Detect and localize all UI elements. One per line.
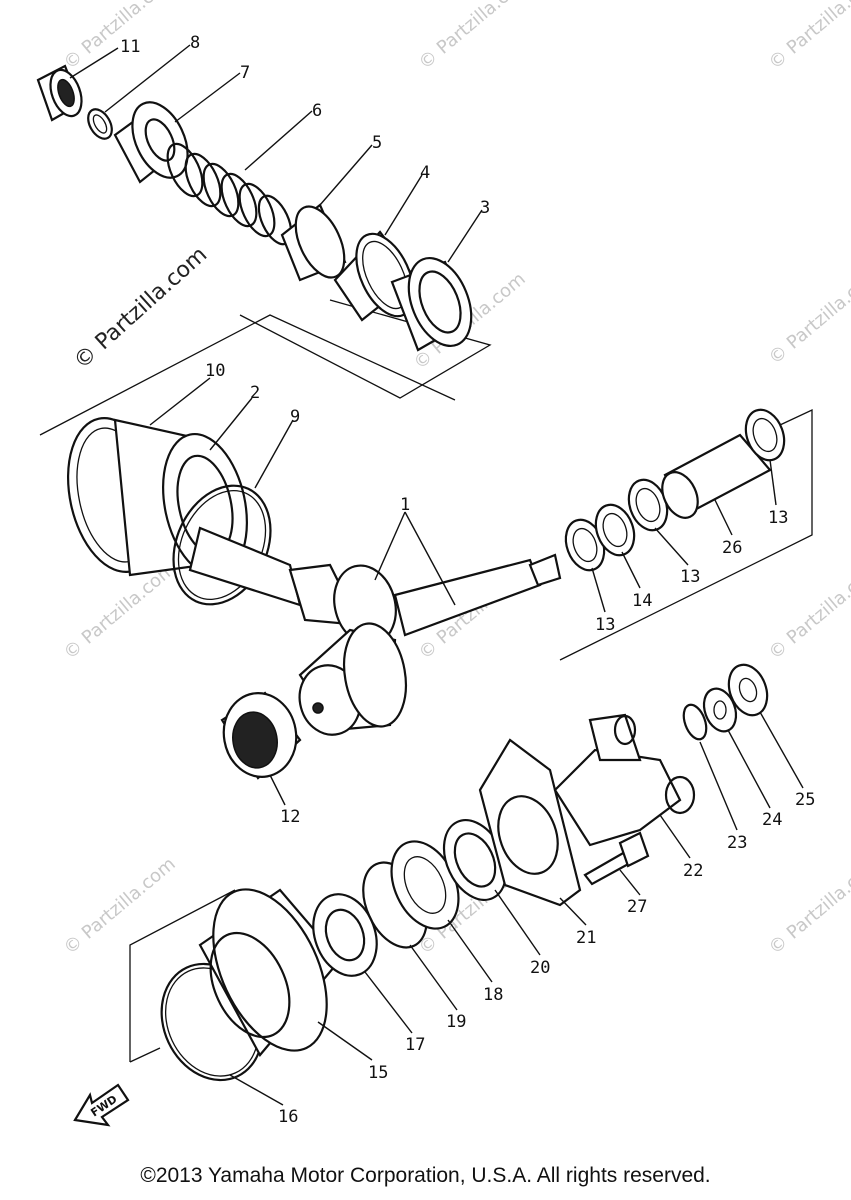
label-part-10: 10 [205, 361, 225, 381]
part-12-bearing [220, 691, 302, 780]
part-23-circlip [682, 703, 708, 741]
label-part-5: 5 [372, 133, 382, 153]
leader-25 [759, 711, 804, 789]
leader-13a [591, 567, 606, 613]
label-part-8: 8 [190, 33, 200, 53]
part-15-housing [198, 888, 342, 1057]
part-8-circlip [87, 108, 113, 140]
label-part-26: 26 [722, 538, 742, 558]
part-6-spring [166, 142, 293, 246]
leader-3 [447, 209, 483, 263]
leader-2 [209, 397, 253, 451]
group-outline-right [559, 408, 813, 661]
part-27-bolt [583, 831, 650, 886]
label-part-23: 23 [727, 833, 747, 853]
label-part-7: 7 [240, 63, 250, 83]
part-1-drive-gear-set [188, 511, 562, 736]
label-part-12: 12 [280, 807, 300, 827]
label-part-27: 27 [627, 897, 647, 917]
part-25-nut [727, 663, 769, 717]
leader-14 [621, 551, 641, 589]
leader-8 [104, 44, 191, 113]
part-13-washer-c [744, 408, 786, 462]
exploded-parts-diagram: © Partzilla.com © Partzilla.com © Partzi… [36, 0, 851, 1127]
part-11-bearing [36, 64, 83, 122]
group-outlines [39, 299, 813, 1063]
forward-arrow: FWD [73, 1083, 130, 1127]
leader-15 [317, 1021, 373, 1061]
label-part-13a: 13 [595, 615, 615, 635]
label-part-21: 21 [576, 928, 596, 948]
part-22-yoke [553, 713, 696, 847]
label-part-3: 3 [480, 198, 490, 218]
leader-7 [174, 72, 241, 123]
part-14-shim [594, 503, 636, 557]
part-5-cam [280, 203, 347, 282]
label-part-13c: 13 [768, 508, 788, 528]
forward-arrow-shape [73, 1083, 130, 1127]
watermark: © Partzilla.com [60, 853, 180, 958]
label-part-18: 18 [483, 985, 503, 1005]
label-part-24: 24 [762, 810, 782, 830]
group-outline-middle [39, 314, 456, 436]
leader-1-a [374, 511, 406, 581]
leader-23 [699, 741, 738, 831]
leader-12 [269, 774, 286, 806]
leader-11 [69, 47, 119, 79]
copyright-notice: ©2013 Yamaha Motor Corporation, U.S.A. A… [140, 1164, 711, 1187]
part-24-washer [702, 687, 738, 733]
part-18-bearing-housing [390, 840, 460, 930]
label-part-22: 22 [683, 861, 703, 881]
leader-26 [714, 499, 733, 536]
label-part-4: 4 [420, 163, 430, 183]
watermark-large: © Partzilla.com [69, 242, 212, 374]
leader-24 [727, 729, 771, 809]
label-part-6: 6 [312, 101, 322, 121]
leader-20 [494, 889, 541, 956]
leader-21 [559, 897, 587, 926]
leader-18 [447, 919, 493, 983]
label-part-9: 9 [290, 407, 300, 427]
leader-19 [409, 944, 458, 1011]
leader-13b [654, 527, 689, 566]
watermark: © Partzilla.com [415, 0, 535, 74]
leader-13c [769, 459, 777, 506]
leader-16 [229, 1074, 284, 1106]
part-21-gasket [478, 738, 582, 907]
label-part-15: 15 [368, 1063, 388, 1083]
leader-17 [364, 971, 413, 1034]
leader-6 [244, 110, 313, 171]
label-part-13b: 13 [680, 567, 700, 587]
leader-27 [619, 869, 641, 896]
group-outline-lower [129, 889, 236, 1062]
leader-4 [384, 174, 423, 236]
watermark: © Partzilla.com [765, 0, 851, 74]
leader-10 [149, 377, 211, 426]
label-part-16: 16 [278, 1107, 298, 1127]
watermark: © Partzilla.com [765, 263, 851, 368]
label-part-11: 11 [120, 37, 140, 57]
part-26-collar [661, 433, 772, 519]
group-outline-bottom [129, 1047, 161, 1063]
label-part-1: 1 [400, 495, 410, 515]
watermark: © Partzilla.com [60, 558, 180, 663]
label-part-20: 20 [530, 958, 550, 978]
label-part-2: 2 [250, 383, 260, 403]
label-part-14: 14 [632, 591, 652, 611]
label-part-19: 19 [446, 1012, 466, 1032]
part-3-ring [390, 256, 473, 352]
leader-5 [319, 144, 373, 206]
leader-lines [69, 44, 804, 1106]
part-labels: 11 8 7 6 5 4 3 10 2 9 1 12 13 14 13 26 1… [120, 33, 815, 1127]
part-20-oil-seal [442, 819, 508, 901]
leader-22 [659, 814, 691, 859]
watermark: © Partzilla.com [765, 558, 851, 663]
watermark: © Partzilla.com [765, 853, 851, 958]
label-part-25: 25 [795, 790, 815, 810]
leader-9 [254, 419, 294, 489]
part-7-spring-seat [113, 101, 189, 184]
leader-1-b [404, 511, 456, 606]
label-part-17: 17 [405, 1035, 425, 1055]
